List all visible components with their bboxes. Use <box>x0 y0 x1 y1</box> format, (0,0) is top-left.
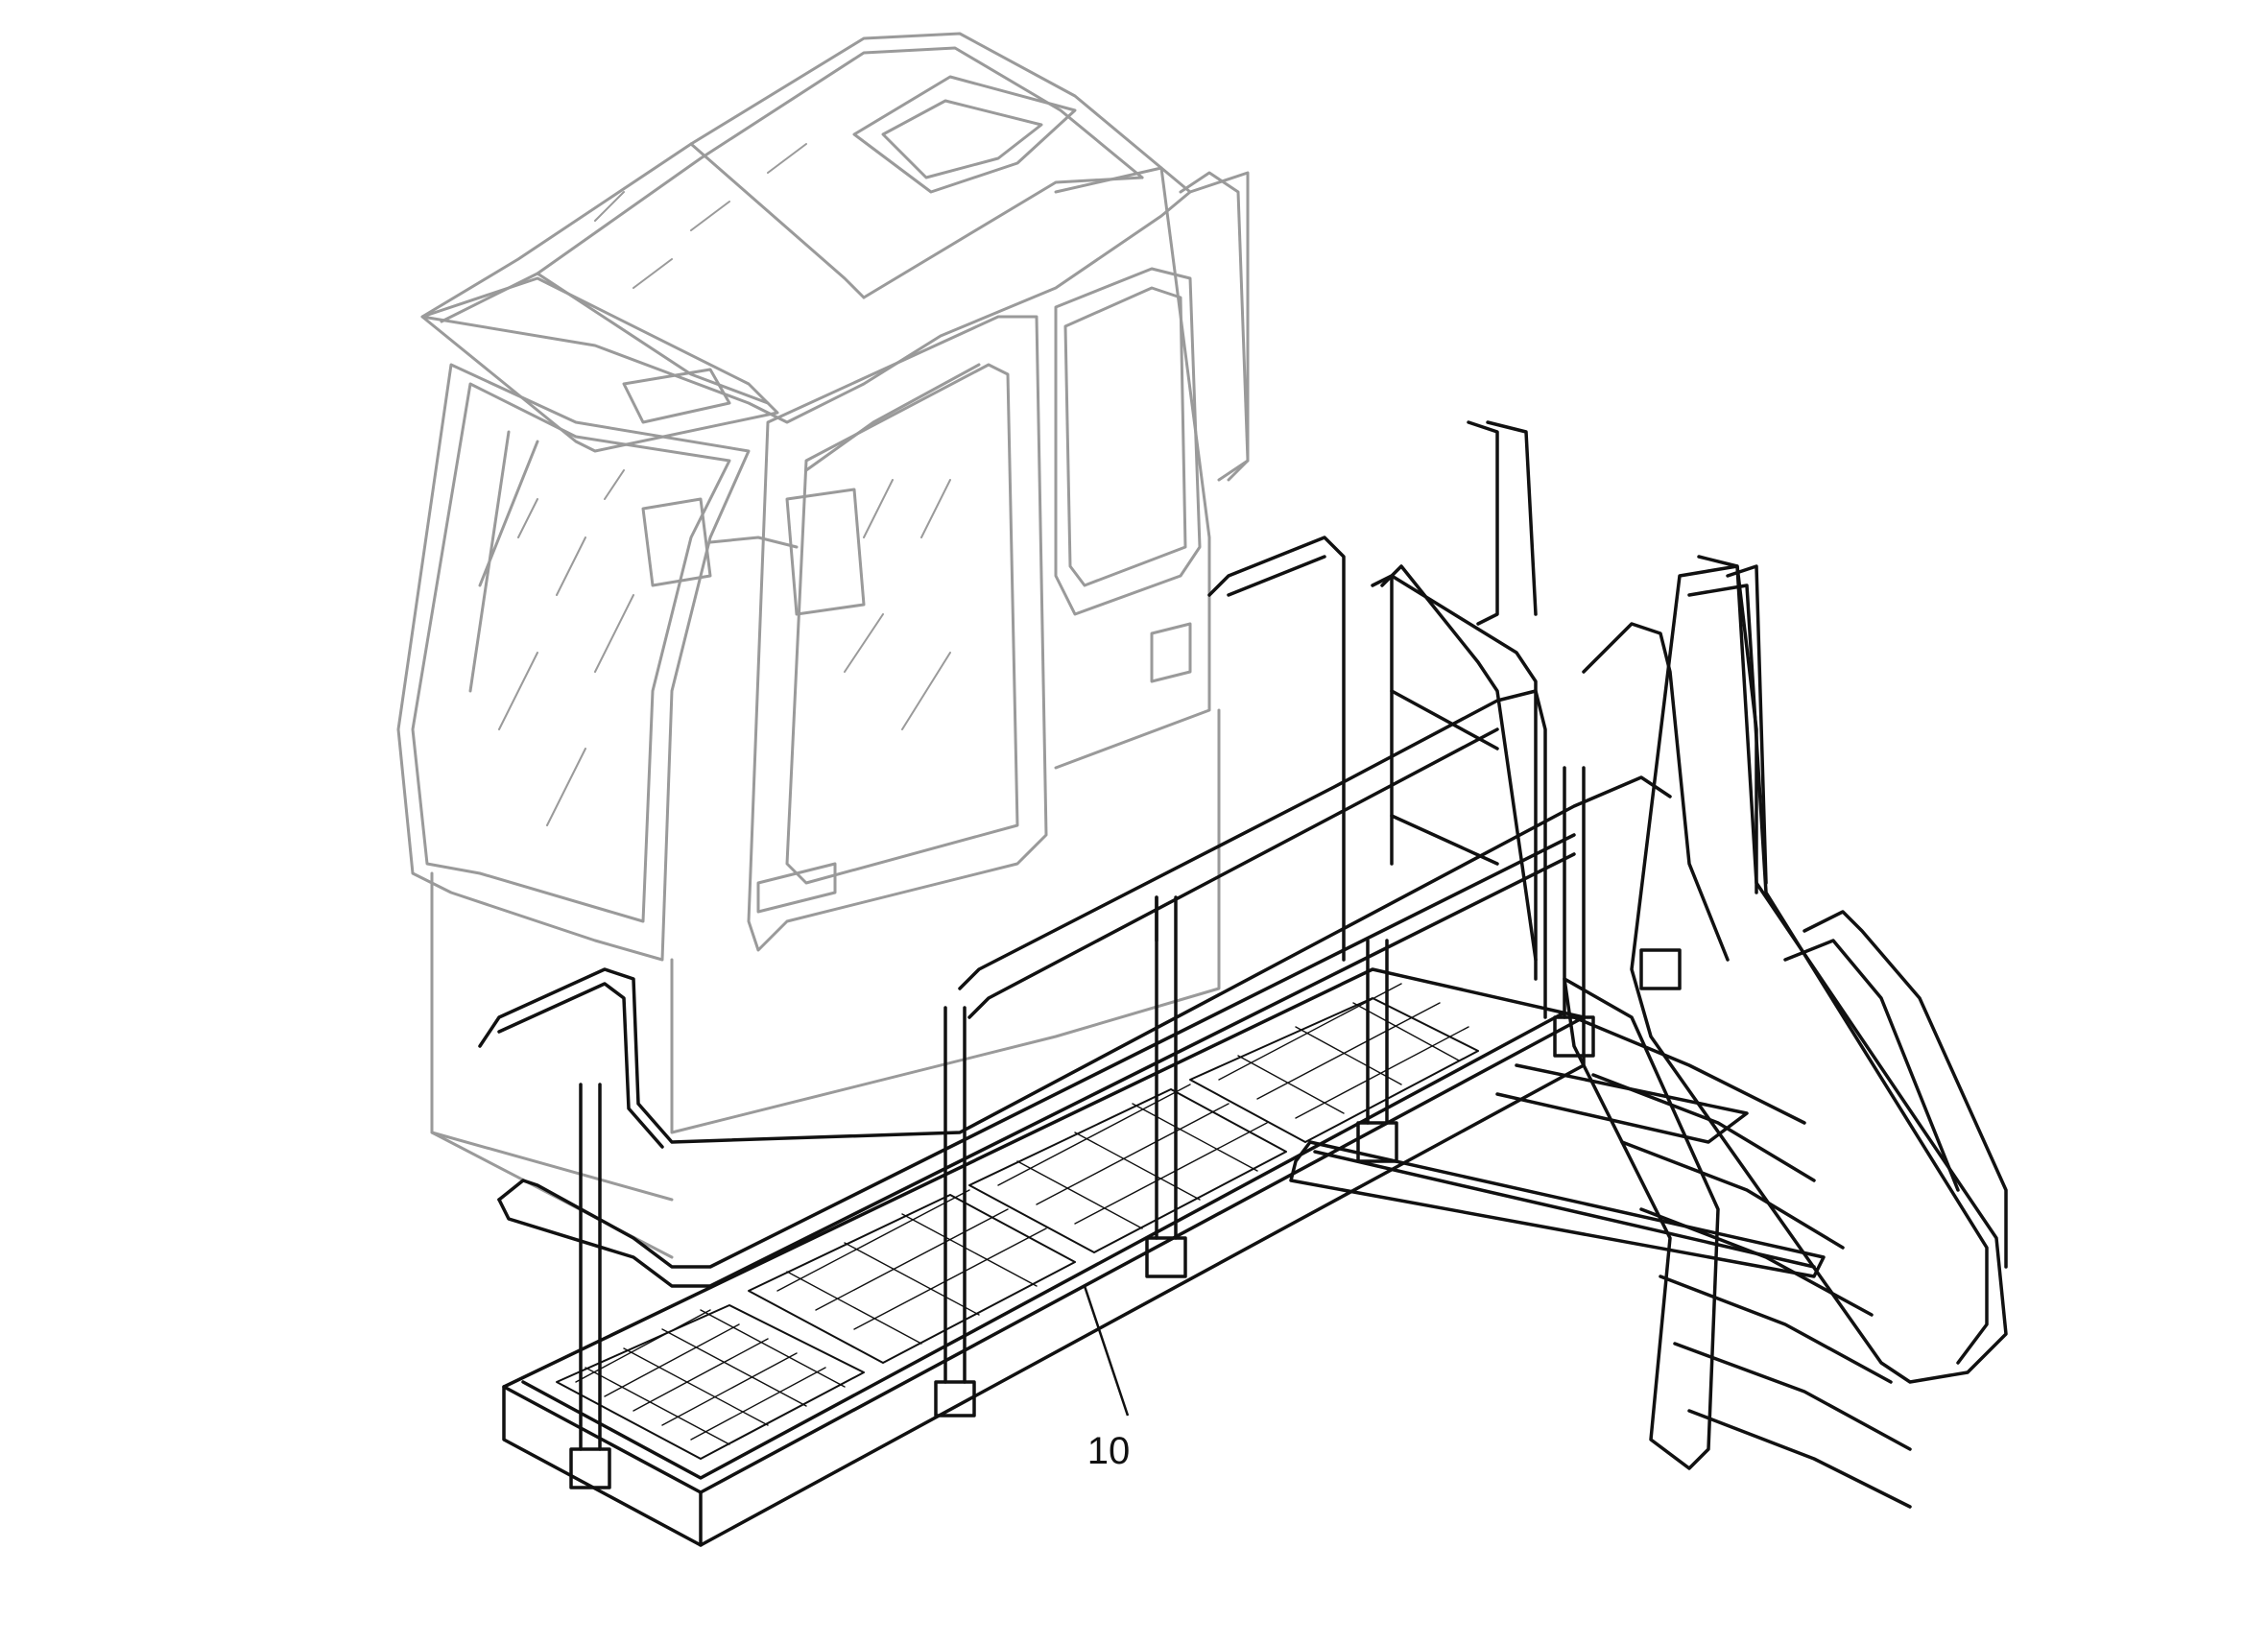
callout-leader-line <box>1083 1285 1130 1417</box>
stair-stringer-inner <box>1563 977 1720 1470</box>
cab-sunvisor <box>420 276 779 453</box>
walkway-platform <box>478 420 2008 1547</box>
cab-rear-window <box>1054 267 1202 616</box>
cab-mirror <box>641 488 866 616</box>
cab-door <box>747 315 1048 952</box>
front-handrail-top <box>478 775 1672 1144</box>
railing-posts <box>579 766 1586 1451</box>
access-staircase <box>1289 564 2008 1509</box>
cab-roof <box>420 32 1192 424</box>
grating-panels <box>556 983 1479 1460</box>
callout-10: 10 <box>1083 1285 1131 1472</box>
cab-wiper <box>468 430 539 693</box>
callout-label: 10 <box>1087 1430 1131 1472</box>
cab-windscreen <box>396 363 751 962</box>
stair-stringer-outer <box>1630 564 2008 1384</box>
cab-lower-body <box>430 708 1221 1259</box>
front-handrail-mid <box>497 833 1576 1269</box>
cab-skylight <box>852 75 1077 194</box>
operator-cab <box>396 32 1250 1259</box>
diagonal-brace <box>1289 1140 1826 1278</box>
stair-handrail <box>1582 622 1730 962</box>
